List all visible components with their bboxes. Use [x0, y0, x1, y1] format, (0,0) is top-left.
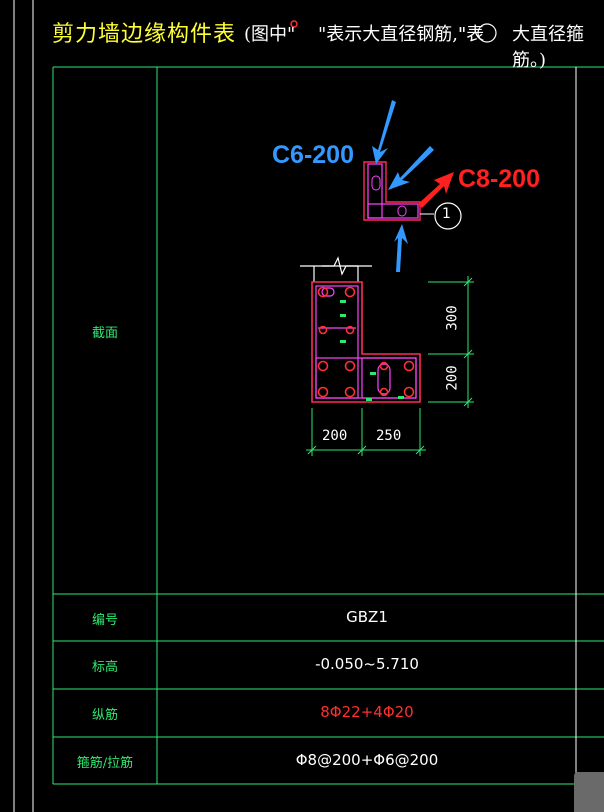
- stirrups: [315, 285, 417, 399]
- dim-bottom-right: 250: [376, 428, 402, 444]
- note-part-3: "表: [458, 24, 485, 45]
- dim-bottom-left: 200: [322, 428, 348, 444]
- row-label-stirrup: 箍筋/拉筋: [76, 756, 134, 771]
- row-value-stirrup: Φ8@200+Φ6@200: [295, 751, 439, 769]
- table-title: 剪力墙边缘构件表: [52, 22, 237, 47]
- row-label-number: 编号: [91, 613, 118, 628]
- dimension-lines-right: [428, 276, 474, 408]
- large-stirrup-symbol: [477, 23, 497, 43]
- bar-tags: [340, 300, 404, 401]
- note-part-2: "表示大直径钢筋,": [318, 24, 467, 45]
- row-value-number: GBZ1: [346, 608, 388, 626]
- note-part-4: 大直径箍筋。): [512, 24, 584, 71]
- detail-sketch: [363, 161, 462, 230]
- section-outline: [311, 281, 421, 403]
- row-value-elevation: -0.050~5.710: [315, 655, 419, 673]
- row-label-longitudinal: 纵筋: [91, 708, 118, 723]
- callout-c8-200: C8-200: [458, 165, 540, 193]
- detail-marker-number: 1: [442, 206, 451, 222]
- dimension-lines-bottom: [306, 408, 426, 456]
- large-bar-symbol: [290, 20, 298, 28]
- detail-marker-circle: [434, 202, 462, 230]
- dim-right-bottom: 200: [444, 365, 461, 391]
- table-grid: [52, 66, 604, 785]
- break-line: [300, 256, 372, 282]
- dim-right-top: 300: [444, 305, 461, 331]
- row-label-elevation: 标高: [91, 660, 118, 675]
- callout-c6-200: C6-200: [272, 141, 354, 169]
- blue-arrows: [372, 100, 434, 272]
- note-part-1: (图中": [244, 24, 296, 45]
- row-value-longitudinal: 8Φ22+4Φ20: [320, 703, 414, 721]
- red-arrow: [418, 172, 454, 208]
- section-label: 截面: [91, 326, 118, 341]
- grid-toggle-icon[interactable]: [574, 772, 604, 812]
- longitudinal-bars: [317, 286, 415, 398]
